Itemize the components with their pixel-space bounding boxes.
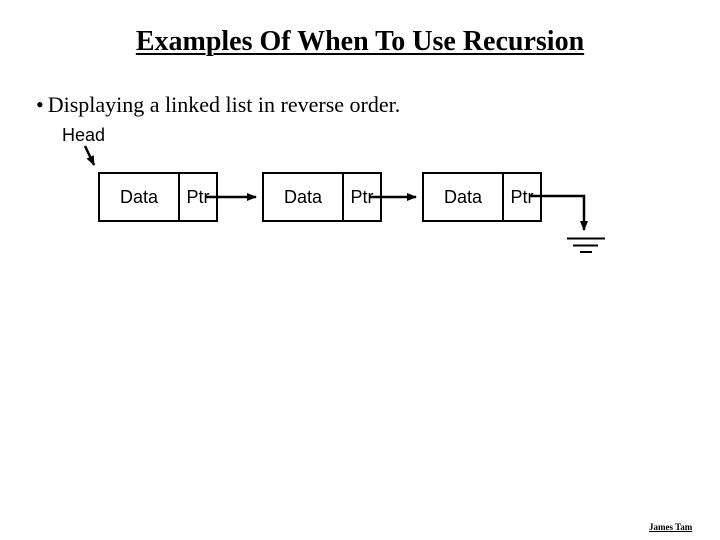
bullet-marker: • [36,92,44,117]
head-arrow [83,145,96,166]
head-label: Head [62,125,106,145]
linked-list-node-2: Data Ptr [262,172,382,222]
node-ptr-cell: Ptr [502,174,540,220]
page-title: Examples Of When To Use Recursion [135,26,585,57]
ground-icon [567,237,605,253]
linked-list-node-1: Data Ptr [98,172,218,222]
node-ptr-cell: Ptr [342,174,380,220]
node-data-cell: Data [443,186,483,207]
linked-list-node-3: Data Ptr [422,172,542,222]
node-data-cell: Data [119,186,159,207]
attribution: James Tam [649,522,693,532]
node-ptr-cell: Ptr [178,174,216,220]
bullet-item: •Displaying a linked list in reverse ord… [36,92,400,117]
node-data-cell: Data [283,186,323,207]
bullet-text: Displaying a linked list in reverse orde… [47,92,401,117]
